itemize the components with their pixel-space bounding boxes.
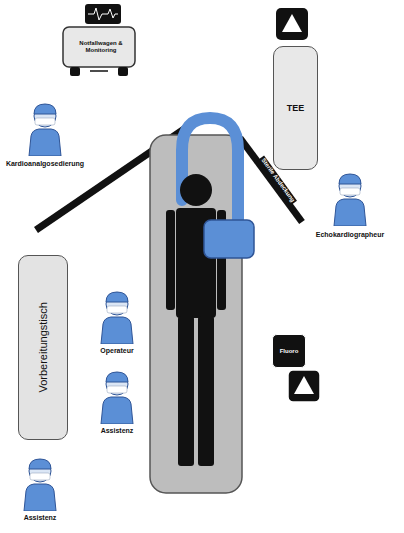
- staff-label: Echokardiographeur: [316, 231, 384, 238]
- staff-figure: [334, 174, 366, 226]
- staff-label: Operateur: [100, 347, 133, 354]
- staff-figure: [24, 459, 56, 511]
- staff-label: Assistenz: [101, 427, 134, 434]
- node-text: Fluoro: [280, 348, 299, 355]
- cart-box: Notfallwagen & Monitoring: [66, 30, 136, 64]
- staff-figure: [101, 292, 133, 344]
- fluoro-screen: Fluoro: [272, 334, 306, 368]
- node-text: Notfallwagen & Monitoring: [68, 40, 134, 54]
- staff-figure: [101, 372, 133, 424]
- c-arm-detector: [204, 220, 254, 258]
- staff-figure: [29, 104, 61, 156]
- staff-label: Assistenz: [24, 514, 57, 521]
- node-text: Vorbereitungstisch: [37, 302, 50, 393]
- patient-table: [150, 135, 242, 493]
- emergency-cart: [63, 4, 135, 76]
- staff-label: Kardioanalgosedierung: [6, 160, 84, 167]
- node-text: TEE: [287, 103, 305, 113]
- tee-machine: TEE: [273, 46, 318, 170]
- screen-icon: [288, 370, 320, 402]
- screen-icon: [276, 8, 308, 40]
- preparation-table: Vorbereitungstisch: [18, 255, 68, 440]
- patient: [166, 174, 226, 466]
